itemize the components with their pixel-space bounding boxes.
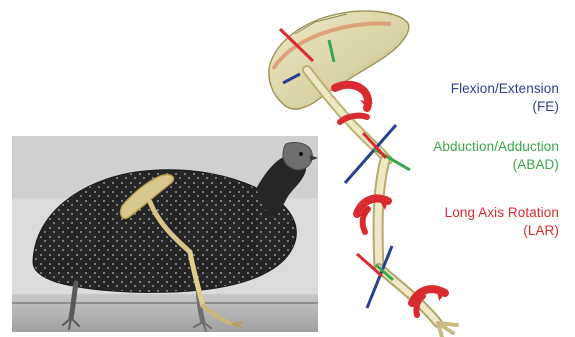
fe-label-block: Flexion/Extension (FE) (359, 80, 559, 116)
abad-label-abbr: (ABAD) (359, 156, 559, 174)
fe-label-name: Flexion/Extension (359, 80, 559, 98)
abad-label-name: Abduction/Adduction (359, 138, 559, 156)
toe-bones (438, 323, 457, 337)
abad-label-block: Abduction/Adduction (ABAD) (359, 138, 559, 174)
fe-label-abbr: (FE) (359, 98, 559, 116)
lar-label-name: Long Axis Rotation (359, 204, 559, 222)
lar-label-block: Long Axis Rotation (LAR) (359, 204, 559, 240)
lar-label-abbr: (LAR) (359, 222, 559, 240)
